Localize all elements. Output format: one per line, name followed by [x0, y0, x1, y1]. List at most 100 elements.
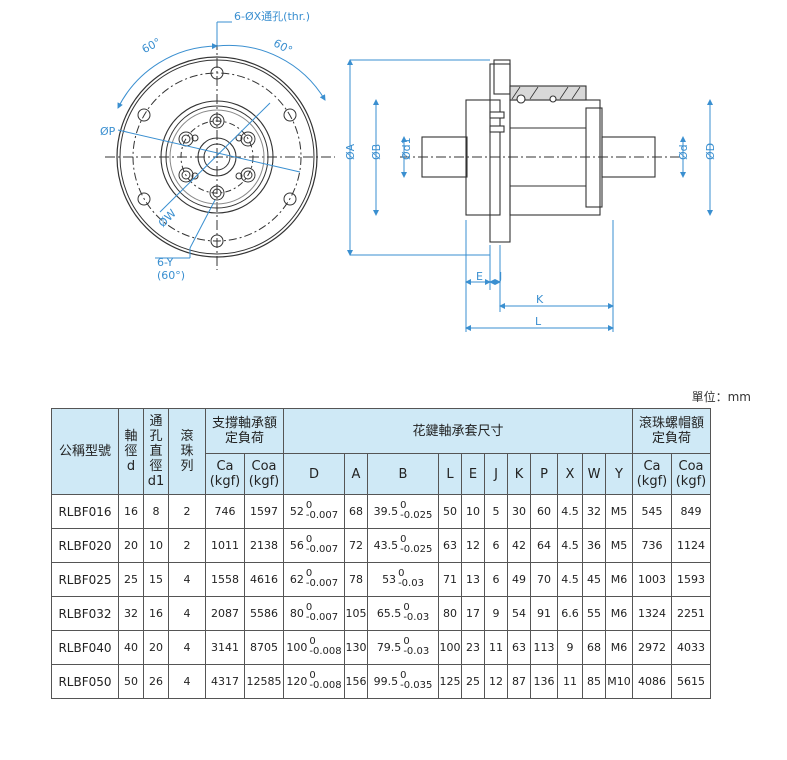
table-cell-X: 4.5: [557, 562, 583, 597]
table-cell-d1: 16: [143, 596, 169, 631]
table-cell-L: 100: [438, 630, 462, 665]
col-l-header: L: [438, 453, 462, 495]
table-cell-model: RLBF032: [51, 596, 119, 631]
table-cell-L: 50: [438, 494, 462, 529]
front-view: [105, 40, 335, 270]
table-cell-A: 68: [344, 494, 368, 529]
tapped-angle-label: (60°): [157, 269, 185, 282]
support-load-header: 支撐軸承額定負荷: [205, 408, 284, 454]
table-cell-K: 49: [507, 562, 531, 597]
table-cell-nca: 1324: [632, 596, 672, 631]
table-cell-J: 9: [484, 596, 508, 631]
table-cell-A: 156: [344, 664, 368, 699]
table-cell-X: 9: [557, 630, 583, 665]
table-cell-ncoa: 2251: [671, 596, 711, 631]
table-cell-E: 13: [461, 562, 485, 597]
unit-label: 單位：mm: [691, 390, 751, 404]
table-cell-L: 80: [438, 596, 462, 631]
table-cell-rows: 4: [168, 630, 206, 665]
table-cell-rows: 2: [168, 494, 206, 529]
table-cell-Y: M5: [605, 494, 633, 529]
table-cell-model: RLBF025: [51, 562, 119, 597]
table-cell-ca: 4317: [205, 664, 245, 699]
table-cell-coa: 4616: [244, 562, 284, 597]
model-header: 公稱型號: [51, 408, 119, 495]
table-cell-Y: M6: [605, 630, 633, 665]
table-cell-Y: M6: [605, 562, 633, 597]
side-view-dimensions: [347, 59, 713, 332]
table-cell-P: 60: [530, 494, 558, 529]
table-cell-ca: 3141: [205, 630, 245, 665]
table-cell-P: 64: [530, 528, 558, 563]
table-cell-W: 68: [582, 630, 606, 665]
col-y-header: Y: [605, 453, 633, 495]
tapped-holes-label: 6-Y: [157, 256, 174, 269]
table-cell-d: 50: [118, 664, 144, 699]
table-cell-P: 70: [530, 562, 558, 597]
e-label: E: [476, 270, 483, 283]
col-p-header: P: [530, 453, 558, 495]
table-cell-d1: 8: [143, 494, 169, 529]
table-cell-E: 12: [461, 528, 485, 563]
table-cell-A: 72: [344, 528, 368, 563]
table-cell-J: 6: [484, 528, 508, 563]
dia-a-label: ØA: [344, 143, 357, 160]
table-cell-W: 85: [582, 664, 606, 699]
table-cell-X: 4.5: [557, 528, 583, 563]
table-cell-Y: M10: [605, 664, 633, 699]
technical-drawing: 6-ØX通孔(thr.) 60° 60° ØP ØW 6-Y (60°): [100, 10, 717, 332]
col-x-header: X: [557, 453, 583, 495]
table-cell-coa: 2138: [244, 528, 284, 563]
table-cell-A: 105: [344, 596, 368, 631]
rows-header: 滾珠列: [168, 408, 206, 495]
table-cell-model: RLBF050: [51, 664, 119, 699]
table-cell-W: 36: [582, 528, 606, 563]
table-cell-d1: 10: [143, 528, 169, 563]
nut-ca-header: Ca(kgf): [632, 453, 672, 495]
table-cell-d: 16: [118, 494, 144, 529]
table-cell-coa: 12585: [244, 664, 284, 699]
table-cell-ncoa: 5615: [671, 664, 711, 699]
table-cell-ca: 746: [205, 494, 245, 529]
angle-left-label: 60°: [140, 35, 163, 56]
table-cell-d: 32: [118, 596, 144, 631]
table-cell-d: 40: [118, 630, 144, 665]
table-cell-rows: 4: [168, 562, 206, 597]
table-cell-E: 25: [461, 664, 485, 699]
tapped-holes: [178, 113, 256, 201]
table-cell-W: 45: [582, 562, 606, 597]
angle-right-label: 60°: [271, 37, 294, 58]
table-cell-L: 71: [438, 562, 462, 597]
table-cell-J: 12: [484, 664, 508, 699]
table-cell-ncoa: 849: [671, 494, 711, 529]
table-cell-coa: 5586: [244, 596, 284, 631]
table-cell-d: 25: [118, 562, 144, 597]
coa-header: Coa(kgf): [244, 453, 284, 495]
l-label: L: [535, 315, 542, 328]
table-cell-K: 30: [507, 494, 531, 529]
table-cell-A: 130: [344, 630, 368, 665]
table-cell-ncoa: 1593: [671, 562, 711, 597]
table-cell-K: 54: [507, 596, 531, 631]
col-k-header: K: [507, 453, 531, 495]
table-cell-model: RLBF040: [51, 630, 119, 665]
table-cell-K: 87: [507, 664, 531, 699]
through-holes-callout: 6-ØX通孔(thr.): [234, 10, 310, 23]
table-cell-J: 11: [484, 630, 508, 665]
table-cell-ca: 1011: [205, 528, 245, 563]
table-cell-ca: 2087: [205, 596, 245, 631]
